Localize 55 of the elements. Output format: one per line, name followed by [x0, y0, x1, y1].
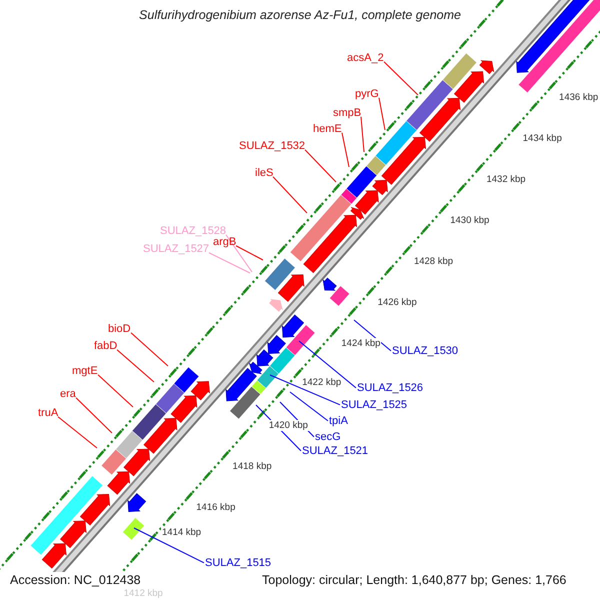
leader-line	[360, 116, 364, 152]
gene-label: argB	[213, 236, 236, 249]
gene-label: ileS	[255, 167, 274, 180]
gene-label: pyrG	[355, 88, 379, 101]
footer-text: Accession: NC_012438	[10, 573, 141, 587]
scale-label: 1432 kbp	[485, 174, 527, 185]
gene-label: smpB	[333, 107, 362, 120]
scale-label: 1434 kbp	[522, 132, 563, 144]
scale-label: 1436 kbp	[558, 92, 600, 102]
gene-label: hemE	[313, 123, 342, 136]
gene-label: acsA_2	[347, 52, 384, 65]
gene-label: SULAZ_1525	[341, 399, 408, 412]
leader-line	[236, 245, 264, 260]
footer-text: Topology: circular; Length: 1,640,877 bp; Genes: 1,766	[262, 573, 566, 587]
scale-label: 1430 kbp	[449, 214, 490, 226]
gene-label: SULAZ_1527	[143, 243, 210, 256]
leader-line	[58, 416, 98, 448]
leader-line	[76, 397, 112, 434]
gene-label: SULAZ_1528	[160, 225, 226, 238]
leader-line	[226, 234, 252, 272]
leader-line	[298, 340, 356, 388]
gene-label: truA	[38, 407, 58, 420]
leader-line	[384, 61, 418, 96]
gene-label: fabD	[94, 340, 118, 353]
genome-title: Sulfurihydrogenibium azorense Az-Fu1, complete genome	[138, 8, 462, 22]
gene-label: tpiA	[329, 415, 348, 428]
leader-line	[116, 349, 154, 382]
gene-label: era	[60, 388, 76, 401]
scale-label: 1422 kbp	[301, 376, 342, 388]
scale-label: 1414 kbp	[161, 527, 202, 538]
leader-line	[272, 176, 308, 214]
leader-line	[208, 252, 250, 274]
gene-label: SULAZ_1526	[357, 382, 424, 395]
scale-label: 1418 kbp	[232, 460, 273, 472]
gene-label: SULAZ_1530	[392, 345, 458, 358]
leader-line	[270, 374, 340, 406]
gene-label: secG	[315, 431, 341, 444]
leader-line	[98, 374, 134, 408]
gene-label: mgtE	[72, 365, 98, 378]
leader-line	[378, 97, 386, 130]
gene-label: bioD	[108, 323, 131, 336]
gene-label: SULAZ_1532	[239, 140, 306, 153]
scale-label: 1428 kbp	[412, 256, 454, 267]
gene-label: SULAZ_1521	[302, 445, 368, 458]
scale-label: 1420 kbp	[268, 420, 309, 431]
leader-line	[342, 132, 350, 168]
scale-label: 1416 kbp	[195, 502, 236, 513]
leader-line	[354, 320, 392, 352]
leader-line	[304, 149, 336, 182]
leader-line	[134, 528, 204, 564]
gene-label: SULAZ_1515	[205, 557, 272, 570]
leader-line	[290, 392, 328, 422]
scale-label: 1424 kbp	[340, 338, 382, 349]
scale-label: 1426 kbp	[376, 296, 418, 308]
leader-line	[130, 332, 168, 366]
